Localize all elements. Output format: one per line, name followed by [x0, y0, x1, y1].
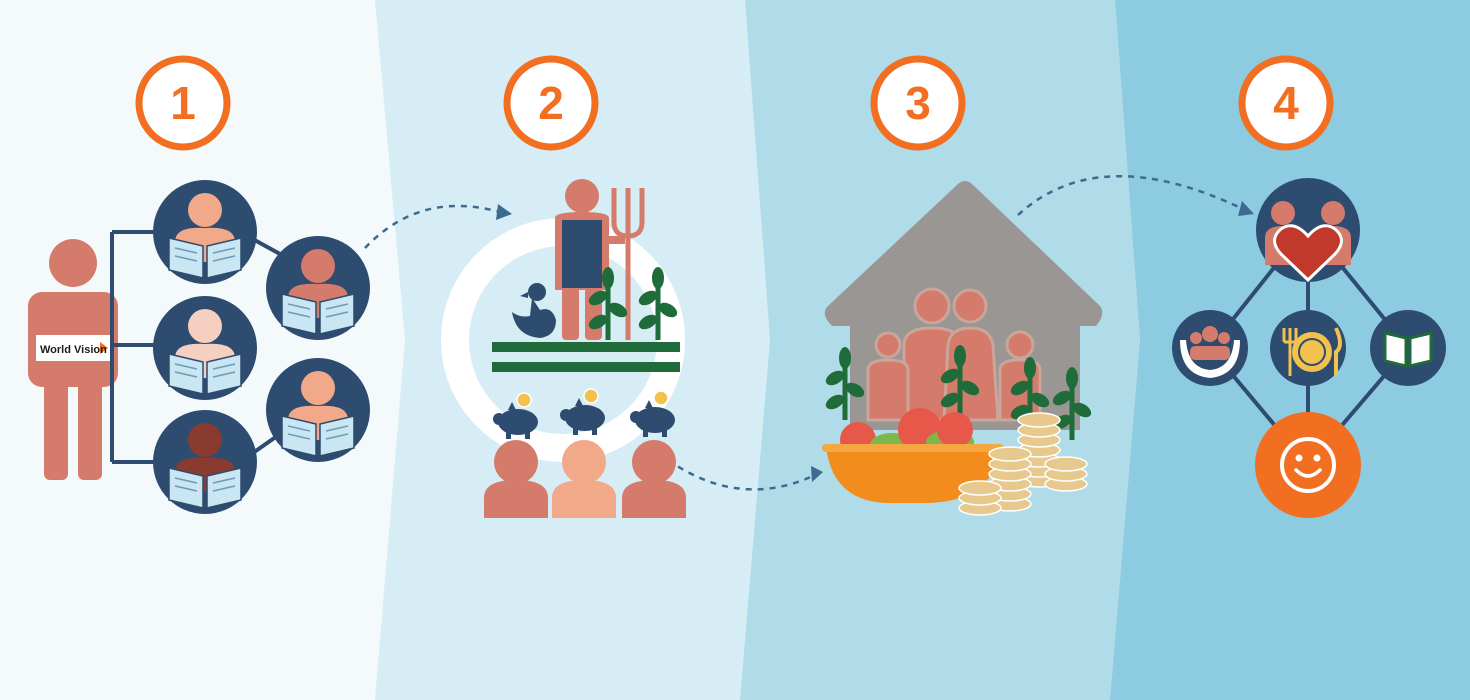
reader-child-4 [265, 357, 371, 463]
arrow-3-to-4 [1017, 174, 1246, 216]
step-4-badge: 4 [1238, 55, 1334, 151]
pitchfork-icon [611, 188, 645, 340]
reader-child-5 [152, 409, 258, 515]
education-icon [1370, 310, 1446, 386]
food-bowl-icon [822, 408, 1004, 503]
field-row-2 [492, 362, 680, 372]
step-2-number: 2 [538, 77, 564, 129]
step-1-badge: 1 [135, 55, 231, 151]
nutrition-icon [1270, 310, 1346, 386]
arrow-1-to-2 [364, 204, 501, 249]
protection-icon [1172, 310, 1248, 386]
step-2-badge: 2 [503, 55, 599, 151]
reader-child-2 [265, 235, 371, 341]
step-1-number: 1 [170, 77, 196, 129]
flow-arrows [364, 174, 1246, 491]
world-vision-badge [36, 335, 111, 361]
smile-icon [1255, 412, 1361, 518]
step-3-number: 3 [905, 77, 931, 129]
world-vision-logo-text: World Vision [40, 344, 107, 356]
reader-child-3 [152, 295, 258, 401]
love-family-icon [1256, 178, 1360, 283]
field-row-1 [492, 342, 680, 352]
step-3-badge: 3 [870, 55, 966, 151]
staff-member-icon: World Vision [28, 239, 118, 480]
step-4-number: 4 [1273, 77, 1299, 129]
reader-child-1 [152, 179, 258, 285]
arrow-heads [496, 201, 1254, 482]
farmer-icon [555, 179, 625, 340]
savings-group-icon [484, 440, 686, 518]
arrow-2-to-3 [667, 458, 816, 491]
duck-icon [512, 283, 556, 338]
